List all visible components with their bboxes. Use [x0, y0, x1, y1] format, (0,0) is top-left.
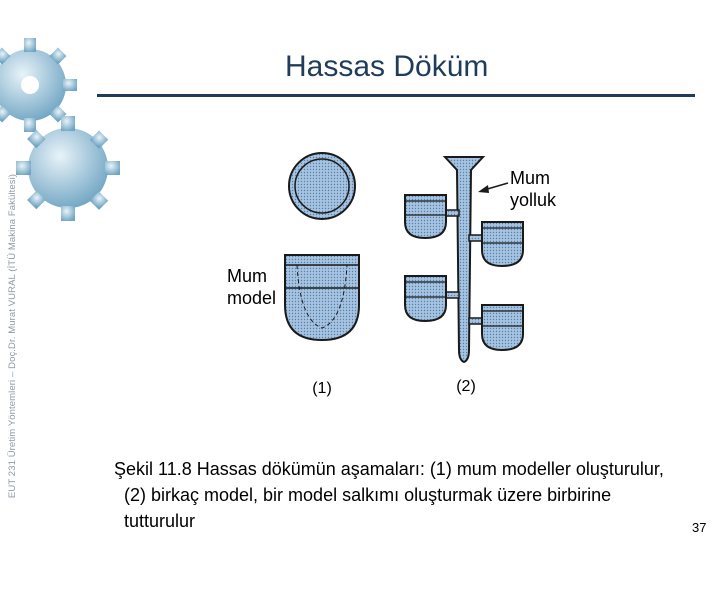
wax-model-cluster: [404, 194, 524, 352]
label-wax-model: Mum model: [227, 265, 287, 309]
title-underline: [97, 94, 695, 97]
investment-casting-diagram: (1) (2): [284, 152, 524, 397]
slide-title: Hassas Döküm: [285, 50, 489, 83]
label-wax-sprue-text: Mum yolluk: [510, 168, 557, 210]
figure-caption: Şekil 11.8 Hassas dökümün aşamaları: (1)…: [114, 456, 684, 534]
figure-caption-text: Şekil 11.8 Hassas dökümün aşamaları: (1)…: [114, 459, 664, 531]
label-wax-model-text: Mum model: [227, 266, 277, 308]
wax-model-side-view: [284, 254, 360, 342]
label-wax-sprue: Mum yolluk: [510, 167, 590, 211]
step-1-label: (1): [312, 380, 332, 397]
gear-decoration-icon: [0, 38, 120, 221]
page-number: 37: [692, 520, 707, 535]
gear-icon: [0, 38, 77, 132]
gear-icon: [16, 116, 120, 221]
wax-model-top-view: [288, 152, 356, 220]
sprue-arrow: [478, 182, 509, 193]
wax-sprue: [442, 156, 486, 364]
step-2-label: (2): [456, 378, 476, 395]
